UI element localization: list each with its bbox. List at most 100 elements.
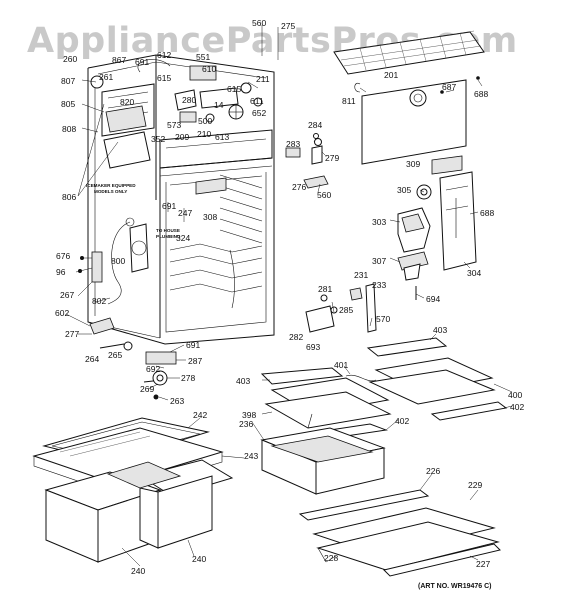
part-label: 676 <box>56 251 70 261</box>
part-label: 228 <box>324 553 338 563</box>
part-label: 402 <box>510 402 524 412</box>
part-label: 280 <box>182 95 196 105</box>
part-label: 247 <box>178 208 192 218</box>
part-label: 691 <box>186 340 200 350</box>
part-label: 303 <box>372 217 386 227</box>
icemaker-note-line2: MODELS ONLY <box>94 189 127 194</box>
part-label: 802 <box>92 296 106 306</box>
part-labels: 560 275 260 867 612 691 551 807 261 615 … <box>55 18 524 576</box>
glass-shelf-upper-right <box>366 337 508 421</box>
part-label: 687 <box>442 82 456 92</box>
left-side-parts <box>78 223 177 400</box>
part-label: 242 <box>193 410 207 420</box>
art-number: (ART NO. WR19476 C) <box>418 583 492 590</box>
crisper-drawers <box>44 459 234 563</box>
part-label: 201 <box>384 70 398 80</box>
part-label: 231 <box>354 270 368 280</box>
plumbing-note-line2: PLUMBING <box>156 234 181 239</box>
icemaker-note-line1: ICEMAKER EQUIPPED <box>86 183 136 188</box>
part-label: 211 <box>256 74 270 84</box>
damper-parts <box>285 133 329 189</box>
part-label: 307 <box>372 256 386 266</box>
part-label: 278 <box>181 373 195 383</box>
part-label: 275 <box>281 21 295 31</box>
leader-lines <box>65 25 513 567</box>
part-label: 279 <box>325 153 339 163</box>
crisper-cover <box>32 417 224 495</box>
part-label: 692 <box>146 364 160 374</box>
part-label: 240 <box>192 554 206 564</box>
part-label: 285 <box>339 305 353 315</box>
part-label: 570 <box>376 314 390 324</box>
part-label: 401 <box>334 360 348 370</box>
part-label: 209 <box>175 132 189 142</box>
part-label: 807 <box>61 76 75 86</box>
top-controls <box>90 59 263 123</box>
part-label: 324 <box>176 233 190 243</box>
part-label: 867 <box>112 55 126 65</box>
part-label: 14 <box>214 100 224 110</box>
part-label: 612 <box>157 50 171 60</box>
part-label: 309 <box>406 159 420 169</box>
part-label: 611 <box>250 96 264 106</box>
crisper-bay <box>169 243 263 309</box>
part-label: 267 <box>60 290 74 300</box>
part-label: 688 <box>474 89 488 99</box>
evaporator-cover <box>354 76 480 175</box>
part-label: 691 <box>135 57 149 67</box>
part-label: 820 <box>120 97 134 107</box>
part-label: 233 <box>372 280 386 290</box>
freezer-wire-shelf <box>333 30 485 75</box>
part-label: 573 <box>167 120 181 130</box>
part-label: 811 <box>342 96 356 106</box>
part-label: 229 <box>468 480 482 490</box>
dispenser-parts <box>305 171 477 333</box>
part-label: 805 <box>61 99 75 109</box>
part-label: 615 <box>157 73 171 83</box>
part-label: 277 <box>65 329 79 339</box>
part-label: 283 <box>286 139 300 149</box>
part-label: 264 <box>85 354 99 364</box>
part-label: 615 <box>227 84 241 94</box>
part-label: 96 <box>56 267 66 277</box>
part-label: 551 <box>196 52 210 62</box>
part-label: 263 <box>170 396 184 406</box>
part-label: 694 <box>426 294 440 304</box>
part-label: 269 <box>140 384 154 394</box>
part-label: 403 <box>236 376 250 386</box>
part-label: 265 <box>108 350 122 360</box>
part-label: 284 <box>308 120 322 130</box>
part-label: 560 <box>317 190 331 200</box>
part-label: 400 <box>508 390 522 400</box>
part-label: 226 <box>426 466 440 476</box>
glass-shelf-lower <box>298 489 501 577</box>
part-label: 403 <box>433 325 447 335</box>
part-label: 500 <box>198 116 212 126</box>
part-label: 800 <box>111 256 125 266</box>
part-label: 304 <box>467 268 481 278</box>
part-label: 613 <box>215 132 229 142</box>
part-label: 236 <box>239 419 253 429</box>
part-label: 227 <box>476 559 490 569</box>
part-label: 688 <box>480 208 494 218</box>
part-label: 610 <box>202 64 216 74</box>
part-label: 352 <box>151 134 165 144</box>
part-label: 402 <box>395 416 409 426</box>
part-label: 282 <box>289 332 303 342</box>
part-label: 210 <box>197 129 211 139</box>
part-label: 287 <box>188 356 202 366</box>
part-label: 276 <box>292 182 306 192</box>
part-label: 261 <box>99 72 113 82</box>
part-label: 806 <box>62 192 76 202</box>
plumbing-note-line1: TO HOUSE <box>156 228 180 233</box>
part-label: 308 <box>203 212 217 222</box>
part-label: 652 <box>252 108 266 118</box>
freezer-rails <box>219 174 263 244</box>
part-label: 398 <box>242 410 256 420</box>
part-label: 260 <box>63 54 77 64</box>
part-label: 281 <box>318 284 332 294</box>
part-label: 560 <box>252 18 266 28</box>
part-label: 305 <box>397 185 411 195</box>
